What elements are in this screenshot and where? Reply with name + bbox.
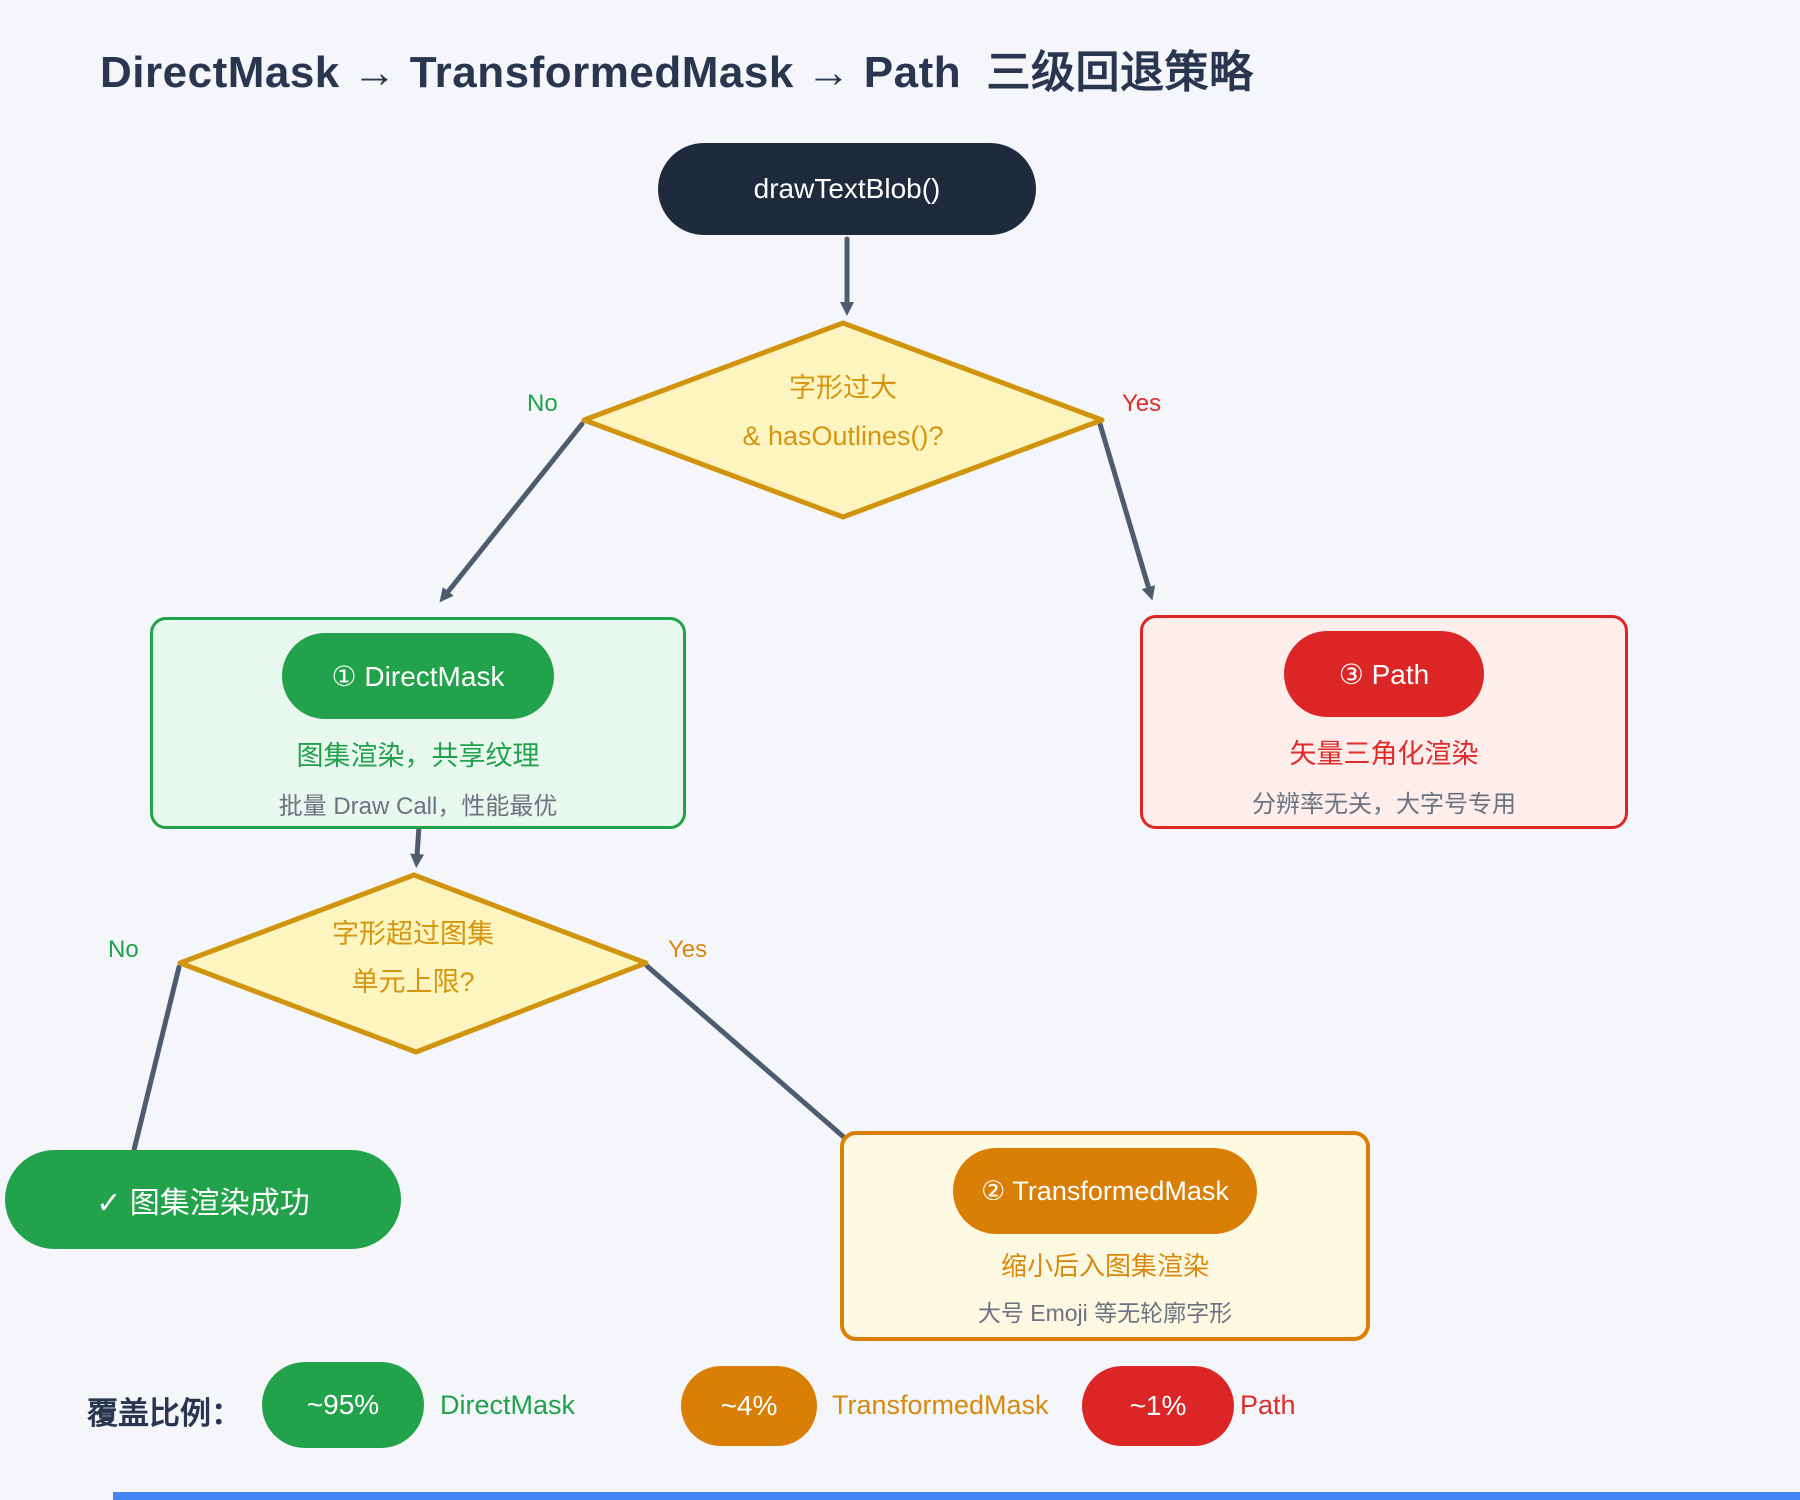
atlas-success-label: ✓ 图集渲染成功 bbox=[96, 1186, 310, 1220]
edge-decision1-no bbox=[439, 421, 585, 603]
directmask-note: 批量 Draw Call，性能最优 bbox=[278, 793, 558, 820]
edge-directmask-to-decision2 bbox=[410, 823, 425, 868]
node-path: ③ Path 矢量三角化渲染 分辨率无关，大字号专用 bbox=[1140, 615, 1628, 829]
decision1-diamond bbox=[581, 320, 1105, 520]
page-title: DirectMask → TransformedMask → Path 三级回退… bbox=[100, 48, 1254, 97]
transformedmask-badge: ② TransformedMask bbox=[953, 1148, 1257, 1234]
path-badge-label: ③ Path bbox=[1338, 658, 1430, 690]
decision1-no-label: No bbox=[527, 390, 558, 417]
legend-title: 覆盖比例： bbox=[87, 1396, 242, 1431]
edge-decision2-yes bbox=[644, 963, 849, 1142]
legend-value-transformedmask: ~4% bbox=[720, 1390, 778, 1421]
path-subtitle: 矢量三角化渲染 bbox=[1289, 739, 1479, 769]
decision2-line2: 单元上限? bbox=[351, 967, 475, 997]
decision2-label: 字形超过图集 单元上限? bbox=[213, 910, 613, 1006]
decision1-line2: & hasOutlines()? bbox=[742, 421, 944, 451]
transformedmask-badge-label: ② TransformedMask bbox=[981, 1175, 1229, 1206]
decision2-no-label: No bbox=[108, 936, 139, 963]
directmask-subtitle: 图集渲染，共享纹理 bbox=[296, 741, 540, 771]
legend-value-path: ~1% bbox=[1129, 1390, 1187, 1421]
node-transformedmask: ② TransformedMask 缩小后入图集渲染 大号 Emoji 等无轮廓… bbox=[840, 1131, 1370, 1341]
transformedmask-subtitle: 缩小后入图集渲染 bbox=[1000, 1251, 1209, 1281]
decision1-line1: 字形过大 bbox=[789, 373, 897, 403]
horizontal-scrollbar[interactable] bbox=[113, 1492, 1800, 1500]
legend-value-directmask: ~95% bbox=[306, 1389, 380, 1420]
decision2-yes-label: Yes bbox=[668, 936, 708, 963]
path-badge: ③ Path bbox=[1284, 631, 1484, 717]
decision2-line1: 字形超过图集 bbox=[332, 919, 494, 949]
directmask-badge-label: ① DirectMask bbox=[331, 660, 505, 692]
edge-decision2-no bbox=[131, 964, 182, 1153]
path-note: 分辨率无关，大字号专用 bbox=[1252, 791, 1516, 818]
legend-label-path: Path bbox=[1240, 1390, 1296, 1420]
decision1-yes-label: Yes bbox=[1122, 390, 1162, 417]
decision1-label: 字形过大 & hasOutlines()? bbox=[643, 364, 1043, 460]
edge-decision1-yes bbox=[1097, 421, 1156, 601]
legend-pill-directmask: ~95% bbox=[262, 1362, 424, 1448]
legend-label-transformedmask: TransformedMask bbox=[832, 1390, 1049, 1420]
node-atlas-success: ✓ 图集渲染成功 bbox=[5, 1150, 401, 1249]
decision2-diamond bbox=[177, 872, 649, 1055]
directmask-badge: ① DirectMask bbox=[282, 633, 554, 719]
legend-label-directmask: DirectMask bbox=[440, 1390, 576, 1420]
start-node-label: drawTextBlob() bbox=[753, 173, 941, 204]
start-node-drawtextblob: drawTextBlob() bbox=[658, 143, 1036, 235]
transformedmask-note: 大号 Emoji 等无轮廓字形 bbox=[977, 1300, 1233, 1326]
node-directmask: ① DirectMask 图集渲染，共享纹理 批量 Draw Call，性能最优 bbox=[150, 617, 686, 829]
legend-pill-transformedmask: ~4% bbox=[681, 1366, 817, 1446]
legend-pill-path: ~1% bbox=[1082, 1366, 1234, 1446]
